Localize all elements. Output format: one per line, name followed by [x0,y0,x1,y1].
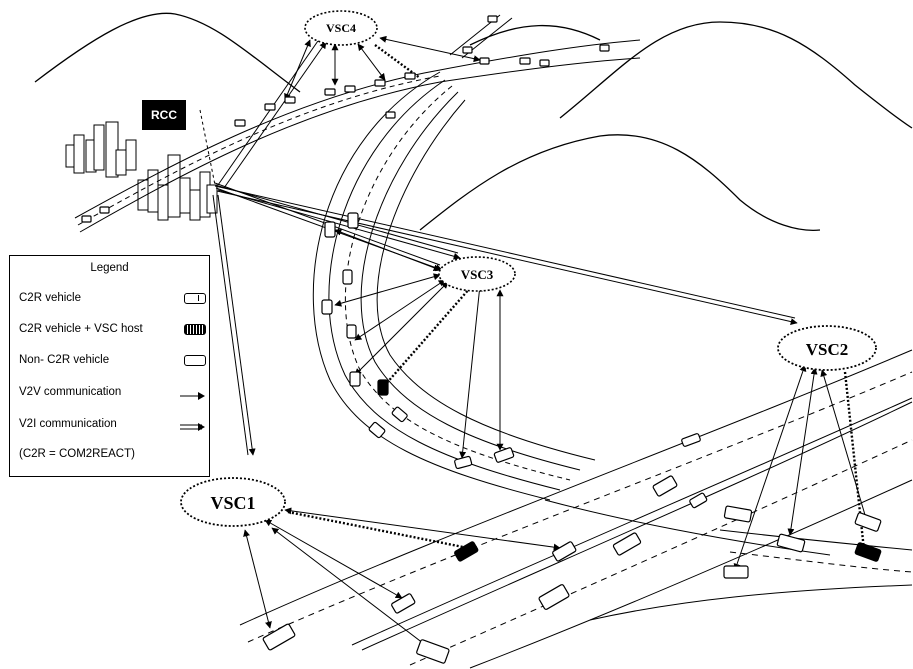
vsc3-label: VSC3 [461,267,494,282]
vsc4-node: VSC4 [304,10,378,46]
vsc3-node: VSC3 [438,256,516,292]
legend-label-non-c2r: Non- C2R vehicle [19,354,110,366]
vsc2-label: VSC2 [806,340,849,359]
legend-title: Legend [90,262,129,274]
vsc4-label: VSC4 [326,21,356,35]
mountains [34,12,913,231]
vsc1-node: VSC1 [180,477,286,527]
legend-label-v2v: V2V communication [19,386,122,398]
legend-label-c2r-vehicle: C2R vehicle [19,292,81,304]
legend-note: (C2R = COM2REACT) [19,448,135,460]
legend-box: Legend C2R vehicle C2R vehicle + VSC hos… [9,255,210,477]
mountain-left-peak2 [469,24,601,46]
vsc-nodes: VSC4 VSC3 VSC2 VSC1 [180,10,877,527]
legend-label-v2i: V2I communication [19,418,117,430]
vsc-host-links [287,44,866,551]
v2v-arrow-icon [180,392,205,400]
vehicles [81,15,882,664]
c2r-vehicle-icon [184,293,206,304]
mountain-middle [419,134,821,231]
non-c2r-vehicle-icon [184,355,206,366]
rcc-label: RCC [142,100,186,130]
v2i-arrow-icon [180,423,205,431]
mountain-right-top [559,21,913,129]
vsc1-label: VSC1 [210,493,255,513]
vsc-host-vehicle-icon [184,324,206,335]
vsc2-node: VSC2 [777,325,877,371]
city-buildings [65,121,218,221]
legend-label-vsc-host: C2R vehicle + VSC host [19,323,143,335]
mountain-left [34,12,301,93]
